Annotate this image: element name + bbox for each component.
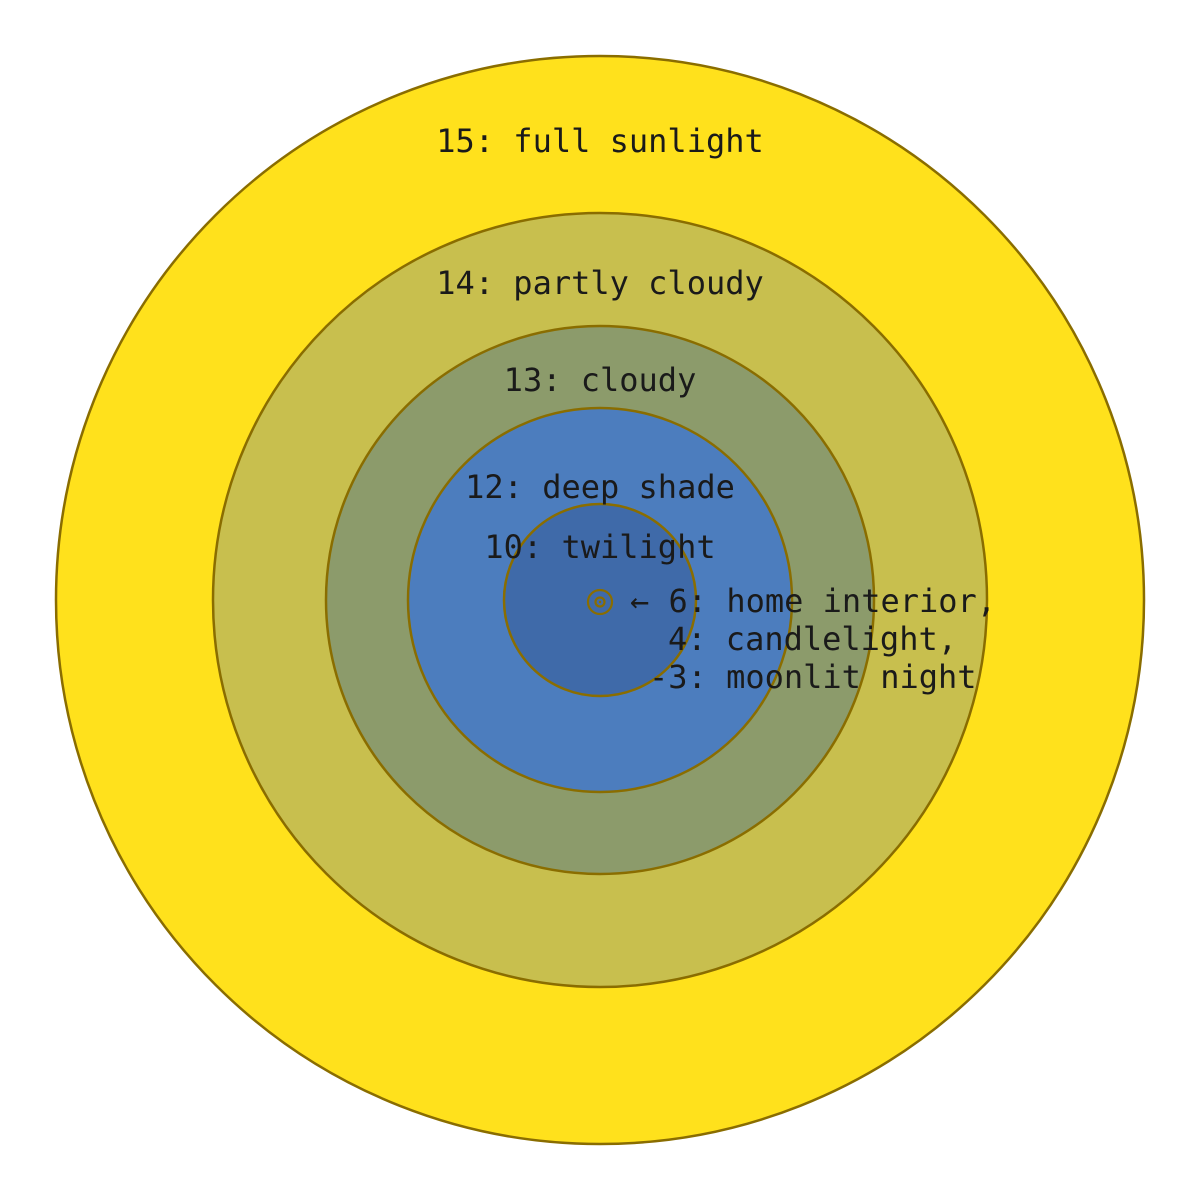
center-annotation-line-3: -3: moonlit night: [649, 658, 977, 696]
center-annotation-line-1: ← 6: home interior,: [630, 582, 996, 620]
ring-label-ev12: 12: deep shade: [465, 468, 735, 506]
ring-ev-neg3-moonlit-night: [598, 600, 602, 604]
ring-label-ev10: 10: twilight: [484, 528, 715, 566]
ring-label-ev13: 13: cloudy: [504, 361, 697, 399]
ring-label-ev15: 15: full sunlight: [436, 122, 764, 160]
ring-label-ev14: 14: partly cloudy: [436, 264, 764, 302]
center-annotation-line-2: 4: candlelight,: [668, 620, 957, 658]
